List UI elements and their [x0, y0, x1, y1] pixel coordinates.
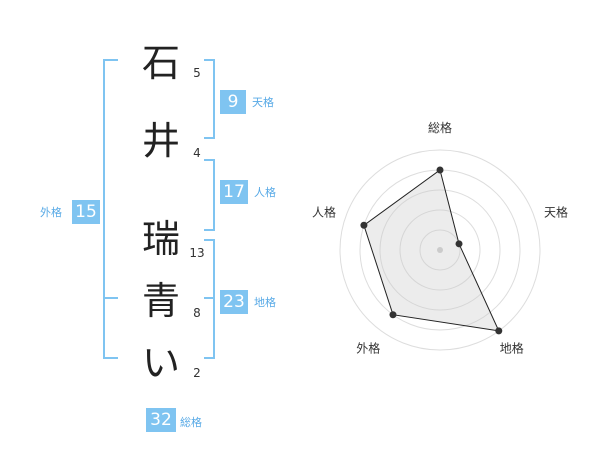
- soukaku-label: 総格: [180, 416, 202, 429]
- stroke-count-3: 13: [189, 246, 205, 260]
- name-char-3: 瑞: [141, 217, 180, 261]
- radar-axis-label-5: 人格: [312, 204, 336, 219]
- soukaku-value: 32: [146, 408, 176, 432]
- radar-point-1: [436, 166, 444, 174]
- jinkaku-label: 人格: [254, 186, 276, 199]
- name-char-2: 井: [141, 119, 180, 163]
- tenkaku-bracket: [204, 59, 215, 139]
- tenkaku-value: 9: [220, 90, 246, 114]
- radar-ring-1: [419, 229, 461, 271]
- name-char-5: い: [141, 341, 180, 385]
- name-char-4: 青: [141, 279, 180, 323]
- radar-point-3: [495, 327, 503, 335]
- stroke-count-4: 8: [193, 306, 201, 320]
- radar-point-4: [389, 311, 397, 319]
- radar-point-5: [360, 221, 368, 229]
- radar-axis-label-4: 外格: [356, 341, 380, 356]
- gaikaku-label: 外格: [40, 206, 62, 219]
- radar-ring-2: [399, 209, 481, 291]
- gaikaku-value: 15: [72, 200, 100, 224]
- gaikaku-bracket: [103, 59, 118, 359]
- name-char-1: 石: [141, 41, 180, 85]
- stroke-count-5: 2: [193, 366, 201, 380]
- tenkaku-label: 天格: [252, 96, 274, 109]
- chikaku-label: 地格: [254, 296, 276, 309]
- radar-axis-label-2: 天格: [544, 204, 568, 219]
- radar-point-2: [455, 240, 463, 248]
- radar-polygon: [363, 169, 500, 332]
- stroke-count-2: 4: [193, 146, 201, 160]
- jinkaku-value: 17: [220, 180, 248, 204]
- jinkaku-bracket: [204, 159, 215, 231]
- radar-axis-label-3: 地格: [500, 341, 524, 356]
- radar-center: [437, 247, 443, 253]
- stroke-count-1: 5: [193, 66, 201, 80]
- radar-ring-3: [379, 189, 501, 311]
- chikaku-value: 23: [220, 290, 248, 314]
- radar-axis-label-1: 総格: [428, 120, 452, 135]
